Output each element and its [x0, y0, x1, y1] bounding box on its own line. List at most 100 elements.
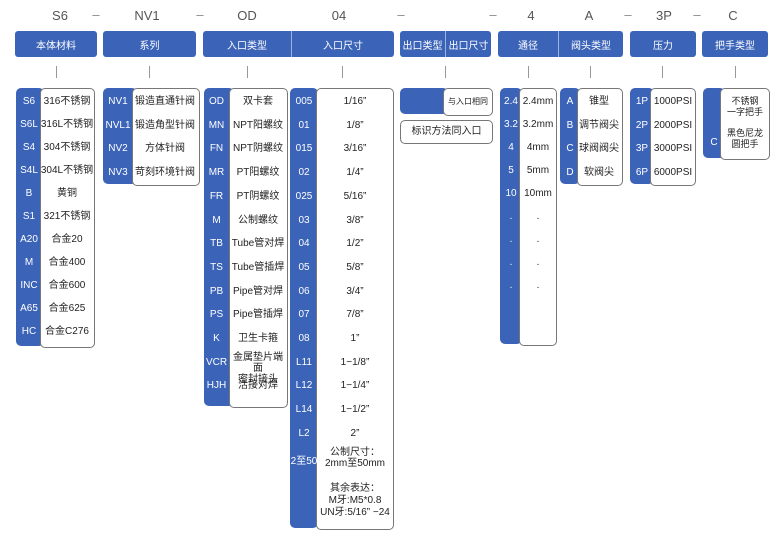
- material-name-1: 316L不锈钢: [40, 119, 94, 130]
- inlet_size-name-9: 7/8”: [346, 309, 364, 321]
- code-valve-head: A: [584, 8, 594, 23]
- header-inlet: 入口类型 入口尺寸: [203, 31, 394, 57]
- bore-code-7: .: [509, 257, 513, 268]
- tick-series: [149, 66, 150, 78]
- valve-head-name-column: [577, 88, 623, 186]
- material-code-5: S1: [22, 211, 36, 222]
- valve_head-code-3: D: [566, 166, 574, 178]
- outlet-note-box: [400, 120, 493, 144]
- series-name-3: 苛刻环境针阀: [135, 166, 195, 178]
- inlet_size-code-14: L2: [298, 427, 310, 439]
- material-name-0: 316不锈钢: [43, 96, 91, 107]
- pressure-name-column: [650, 88, 696, 186]
- material-code-6: A20: [20, 234, 38, 245]
- material-name-2: 304不锈钢: [43, 142, 91, 153]
- inlet_size-code-0: 005: [295, 96, 313, 107]
- valve_head-name-2: 球阀阀尖: [579, 143, 619, 154]
- inlet_size-name-8: 3/4”: [346, 285, 364, 297]
- valve_head-code-0: A: [566, 96, 574, 107]
- material-code-9: A65: [20, 303, 38, 314]
- pressure-name-3: 6000PSI: [653, 166, 693, 178]
- bore-code-5: .: [509, 211, 513, 222]
- material-code-3: S4L: [20, 165, 38, 176]
- bore-name-6: .: [536, 234, 540, 245]
- inlet_size-name-6: 1/2”: [346, 238, 364, 250]
- dash-2: –: [196, 7, 204, 22]
- header-pressure: 压力: [630, 31, 696, 57]
- handle-name-column: [720, 88, 770, 160]
- inlet-size-note: 其余表达： M牙:M5*0.8 UN牙:5/16” −24: [320, 483, 390, 518]
- valve_head-name-1: 调节阀尖: [579, 119, 619, 131]
- inlet_size-code-12: L12: [295, 380, 313, 392]
- inlet_size-code-11: L11: [296, 356, 312, 368]
- valve-head-code-column: [560, 88, 580, 184]
- inlet_size-code-7: 05: [298, 261, 310, 273]
- inlet_size-code-2: 015: [295, 143, 313, 155]
- inlet_type-name-9: Pipe管插焊: [232, 309, 283, 321]
- header-valve-head-label: 阀头类型: [571, 40, 611, 52]
- inlet_size-code-15: 2至50: [290, 455, 318, 467]
- material-code-1: S6L: [20, 119, 38, 130]
- header-outlet-type-label: 出口类型: [402, 40, 443, 52]
- dash-4: –: [489, 7, 497, 22]
- bore-code-3: 5: [508, 165, 514, 176]
- inlet_type-code-3: MR: [208, 167, 225, 179]
- inlet_type-code-7: TS: [210, 261, 223, 273]
- inlet_size-code-13: L14: [295, 404, 313, 416]
- inlet_size-name-5: 3/8”: [346, 214, 364, 226]
- bore-code-0: 2.4: [504, 96, 518, 107]
- series-name-1: 锻造角型针阀: [135, 119, 195, 131]
- bore-code-1: 3.2: [504, 119, 518, 130]
- material-name-3: 304L不锈钢: [40, 165, 94, 176]
- inlet_type-name-1: NPT阳螺纹: [233, 119, 283, 131]
- inlet_size-code-10: 08: [298, 333, 310, 344]
- pressure-code-3: 6P: [635, 166, 649, 178]
- inlet_type-name-5: 公制螺纹: [238, 214, 278, 226]
- bore-name-5: .: [536, 211, 540, 222]
- inlet_size-name-15: 公制尺寸： 2mm至50mm: [324, 446, 385, 469]
- bore-code-column: [500, 88, 522, 344]
- inlet_type-code-2: FN: [209, 143, 224, 155]
- inlet_type-code-5: M: [212, 214, 221, 226]
- inlet_type-code-0: OD: [209, 96, 224, 107]
- inlet_type-code-11: VCR: [205, 356, 228, 368]
- bore-name-column: [519, 88, 557, 346]
- series-name-2: 方体针阀: [145, 143, 185, 154]
- material-name-8: 合金600: [48, 280, 86, 291]
- inlet_size-code-4: 025: [295, 190, 313, 202]
- bore-name-7: .: [536, 257, 540, 268]
- material-code-7: M: [24, 257, 34, 268]
- outlet-note: 标识方法同入口: [411, 126, 482, 137]
- series-name-column: [132, 88, 200, 186]
- inlet_size-code-8: 06: [298, 285, 310, 297]
- code-inlet-size: 04: [331, 8, 347, 23]
- inlet_type-name-11: 金属垫片端面 密封接头: [233, 351, 283, 385]
- series-code-3: NV3: [108, 166, 128, 178]
- handle-name-0: 不锈钢 一字把手: [726, 96, 763, 117]
- inlet_type-code-12: HJH: [206, 380, 227, 392]
- material-code-0: S6: [22, 96, 36, 107]
- valve_head-name-3: 软阀尖: [584, 166, 614, 178]
- bore-name-8: .: [536, 280, 540, 291]
- code-bore: 4: [527, 8, 535, 23]
- inlet_size-name-13: 1−1/2”: [340, 404, 370, 416]
- tick-outlet: [445, 66, 446, 78]
- header-bore-label: 通径: [518, 40, 538, 52]
- inlet_size-name-0: 1/16”: [343, 96, 367, 107]
- material-name-5: 321不锈钢: [43, 211, 91, 222]
- valve_head-code-2: C: [566, 143, 574, 154]
- inlet_type-name-12: 活接对焊: [238, 380, 278, 392]
- pressure-name-0: 1000PSI: [653, 96, 693, 107]
- dash-6: –: [693, 7, 701, 22]
- tick-valve-head: [590, 66, 591, 78]
- inlet_type-name-7: Tube管插焊: [231, 261, 285, 273]
- material-code-column: [16, 88, 44, 346]
- header-inlet-type-label: 入口类型: [227, 40, 267, 52]
- inlet_type-code-10: K: [213, 333, 220, 344]
- inlet_size-name-10: 1”: [350, 333, 360, 344]
- inlet_size-name-11: 1−1/8”: [340, 356, 370, 368]
- material-name-4: 黄铜: [57, 188, 77, 199]
- header-series-label: 系列: [139, 40, 160, 52]
- material-code-10: HC: [21, 326, 37, 337]
- inlet_size-name-7: 5/8”: [346, 261, 364, 273]
